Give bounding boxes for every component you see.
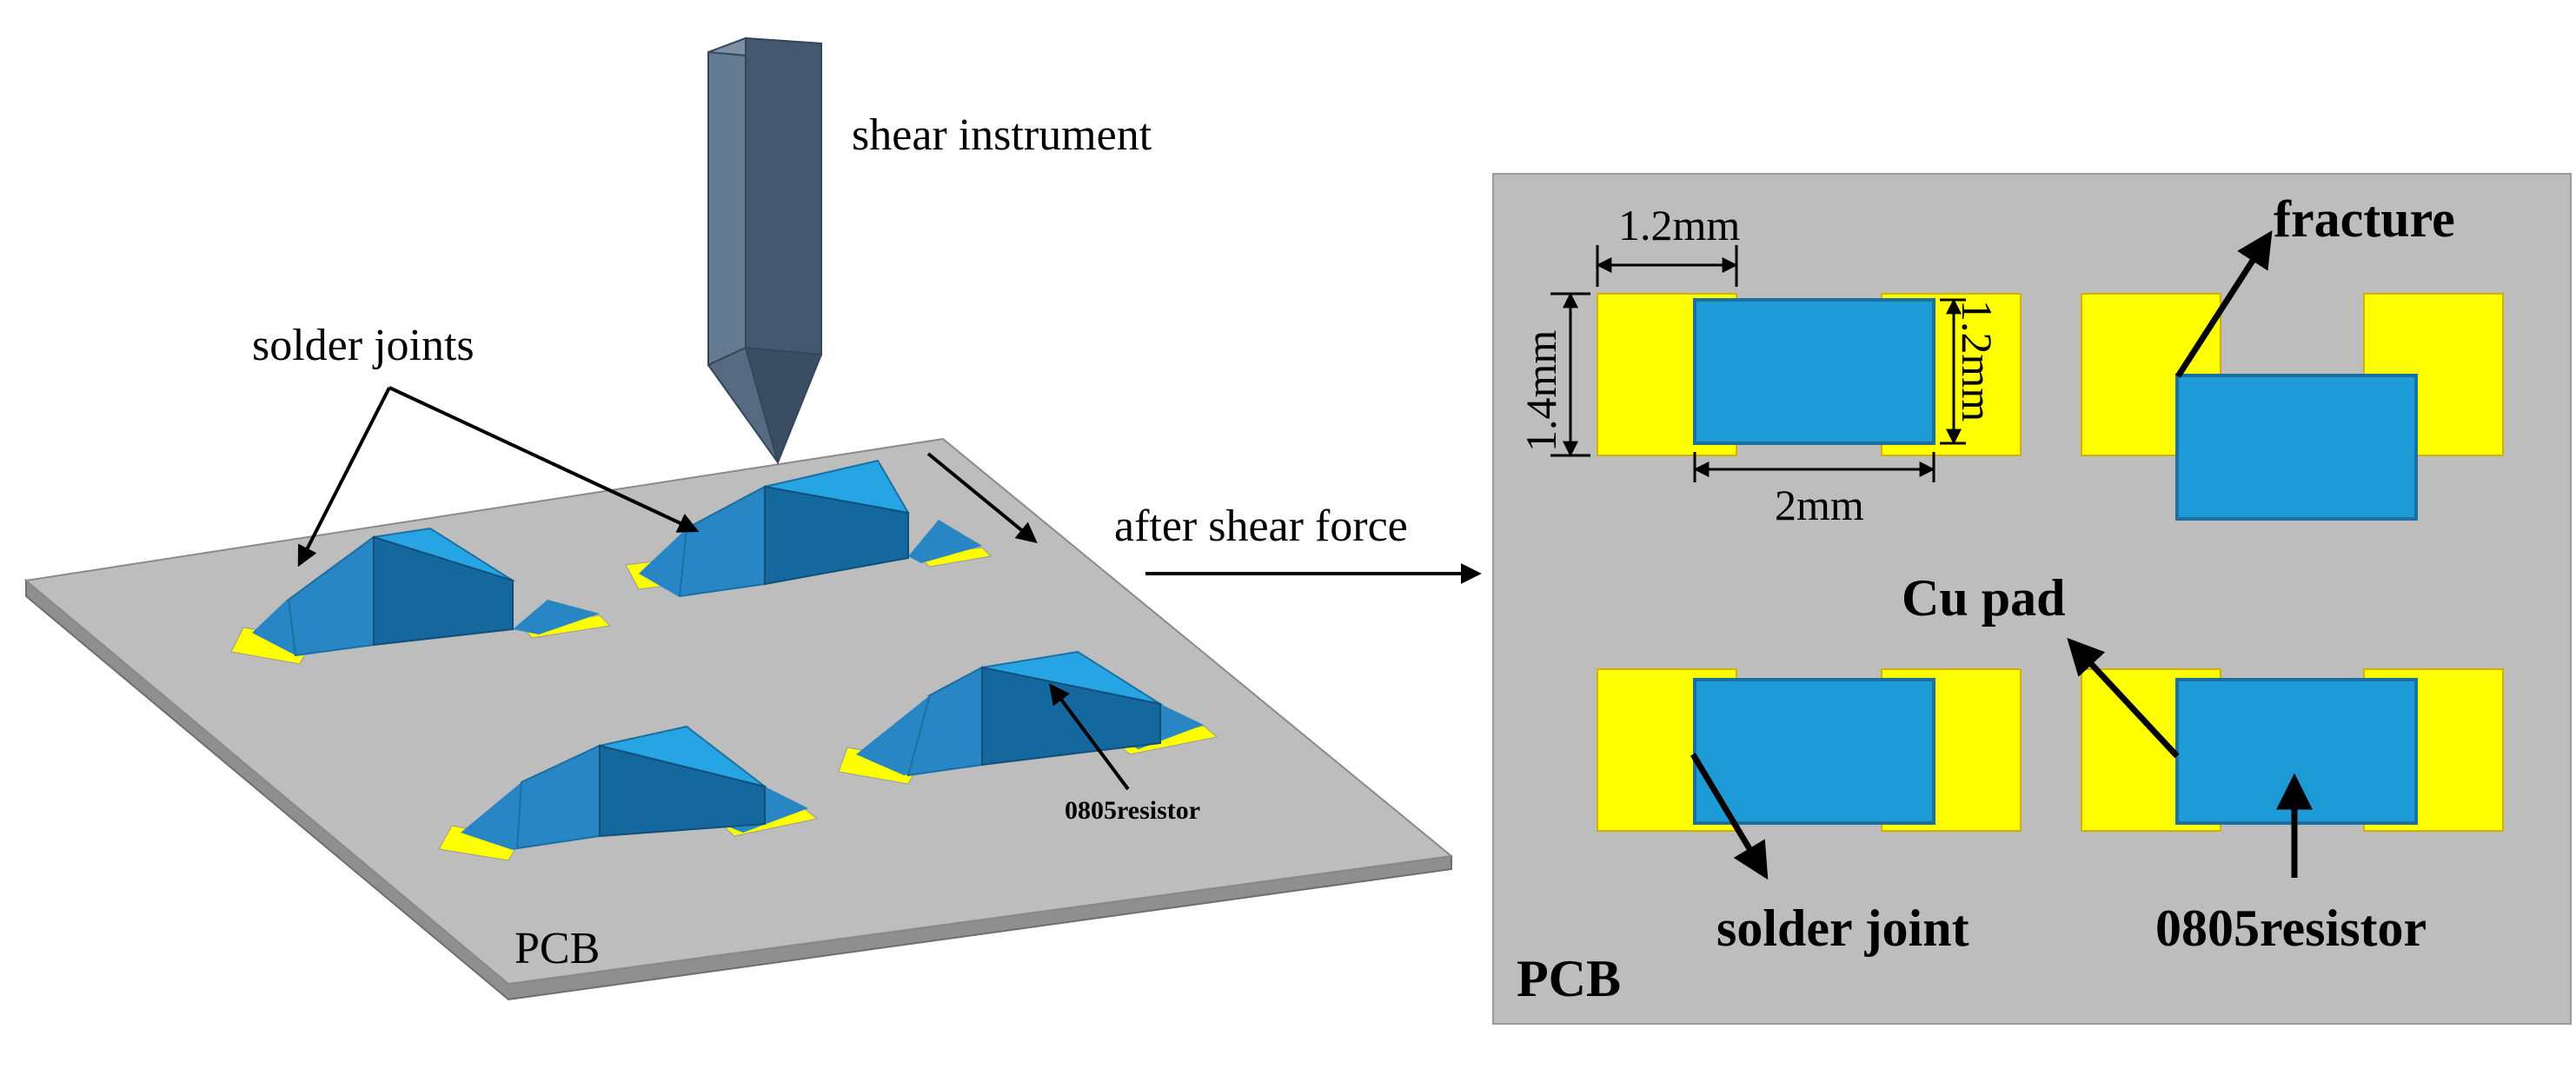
resistor-3d-back-left xyxy=(230,527,612,665)
right-annotation-arrows xyxy=(1690,229,2313,880)
resistor-label-top-view: 0805resistor xyxy=(2155,900,2427,957)
pad-width-label: 1.2mm xyxy=(1618,201,1740,249)
shear-instrument-side-face xyxy=(707,37,747,367)
pcb-label-3d: PCB xyxy=(515,924,600,973)
resistor-height-label: 1.2mm xyxy=(1953,300,2002,422)
resistor-length-label: 2mm xyxy=(1775,481,1864,529)
after-shear-force-label: after shear force xyxy=(1114,501,1408,551)
solder-joints-arrow-2 xyxy=(388,386,700,533)
solder-fillet-3d xyxy=(908,520,982,563)
fracture-arrow xyxy=(2175,229,2273,378)
resistor-top-view-shifted xyxy=(2175,374,2418,521)
solder-joints-arrow-1 xyxy=(297,387,391,568)
cu-pad-arrow xyxy=(2067,637,2180,759)
resistor-top-view xyxy=(1693,678,1935,825)
left-annotation-arrows xyxy=(297,386,1130,791)
resistor-3d-front-left xyxy=(438,725,819,861)
shear-instrument xyxy=(707,37,823,466)
solder-joint-label: solder joint xyxy=(1716,900,1969,957)
resistor-front-face xyxy=(981,666,1161,767)
resistor-3d-back-right xyxy=(625,459,993,598)
resistor-front-face xyxy=(373,535,514,647)
resistor-arrow xyxy=(1049,683,1130,791)
dimension-lines xyxy=(1550,245,1966,482)
shear-instrument-tip-front xyxy=(744,346,823,466)
assembly-bottom-left xyxy=(1597,668,2022,832)
solder-joints-label: solder joints xyxy=(252,321,475,370)
fracture-label: fracture xyxy=(2274,190,2455,248)
pcb-label-top-view: PCB xyxy=(1517,950,1621,1007)
cu-pad-label: Cu pad xyxy=(1902,569,2065,627)
assembly-bottom-right xyxy=(2081,668,2504,832)
resistor-3d-front-right xyxy=(838,650,1218,785)
resistor-front-face xyxy=(764,485,909,586)
pad-height-label: 1.4mm xyxy=(1517,330,1565,452)
shear-instrument-label: shear instrument xyxy=(852,110,1152,160)
resistor-label-3d: 0805resistor xyxy=(1065,796,1200,825)
resistor-front-face xyxy=(599,744,766,838)
resistor-top-view xyxy=(1693,298,1935,445)
assembly-top-right xyxy=(2081,293,2504,521)
solder-joint-arrow xyxy=(1690,753,1769,880)
shear-instrument-front-face xyxy=(745,37,822,356)
solder-fillet-3d xyxy=(513,600,600,634)
shear-direction-arrow xyxy=(926,452,1038,544)
